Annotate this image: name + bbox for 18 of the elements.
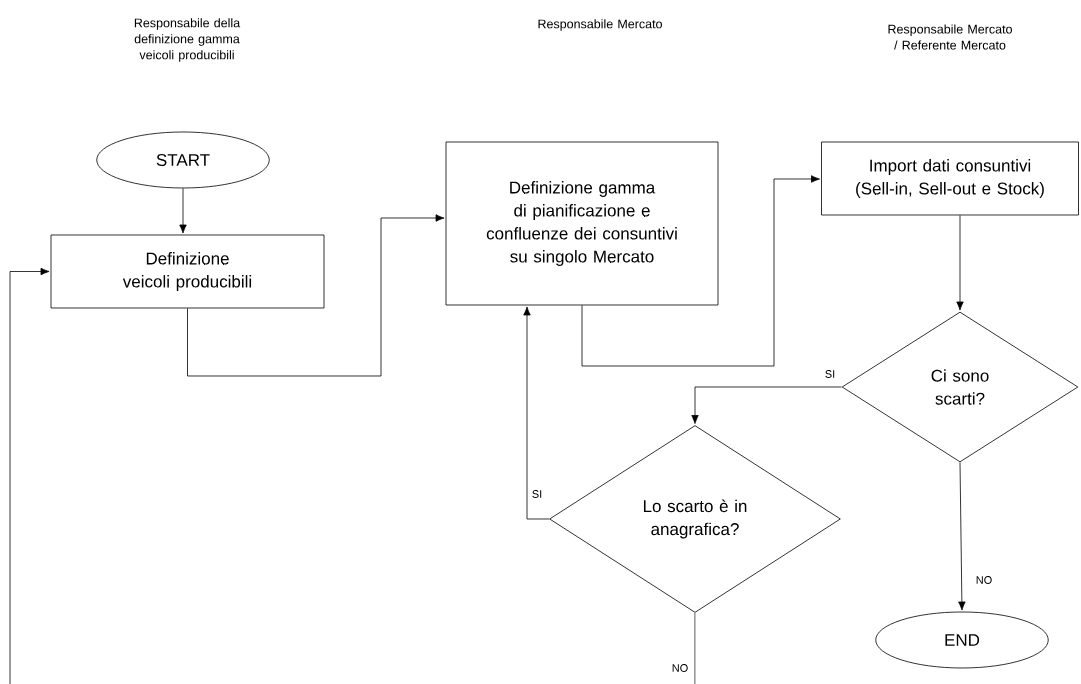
arrow xyxy=(9,267,696,684)
edge-label: SI xyxy=(530,489,544,499)
arrow xyxy=(179,188,187,234)
arrow xyxy=(691,386,842,424)
edge-label: SI xyxy=(823,369,837,379)
arrow xyxy=(187,214,445,377)
arrow xyxy=(581,175,820,367)
column-header: Responsabile della definizione gamma veicoli producibili xyxy=(134,18,241,62)
arrow xyxy=(958,462,966,611)
column-header: Responsabile Mercato / Referente Mercato xyxy=(888,24,1012,50)
process-box: Definizione veicoli producibili xyxy=(50,234,325,309)
arrow xyxy=(523,306,550,520)
column-header: Responsabile Mercato xyxy=(538,19,662,31)
edge-label: NO xyxy=(670,663,690,673)
process-box: Definizione gamma di pianificazione e confluenze dei consuntivi su singolo Mercato xyxy=(445,141,719,306)
arrow xyxy=(956,215,964,311)
edge-label: NO xyxy=(974,575,994,585)
process-box: Import dati consuntivi (Sell-in, Sell-out e Stock) xyxy=(821,141,1079,216)
